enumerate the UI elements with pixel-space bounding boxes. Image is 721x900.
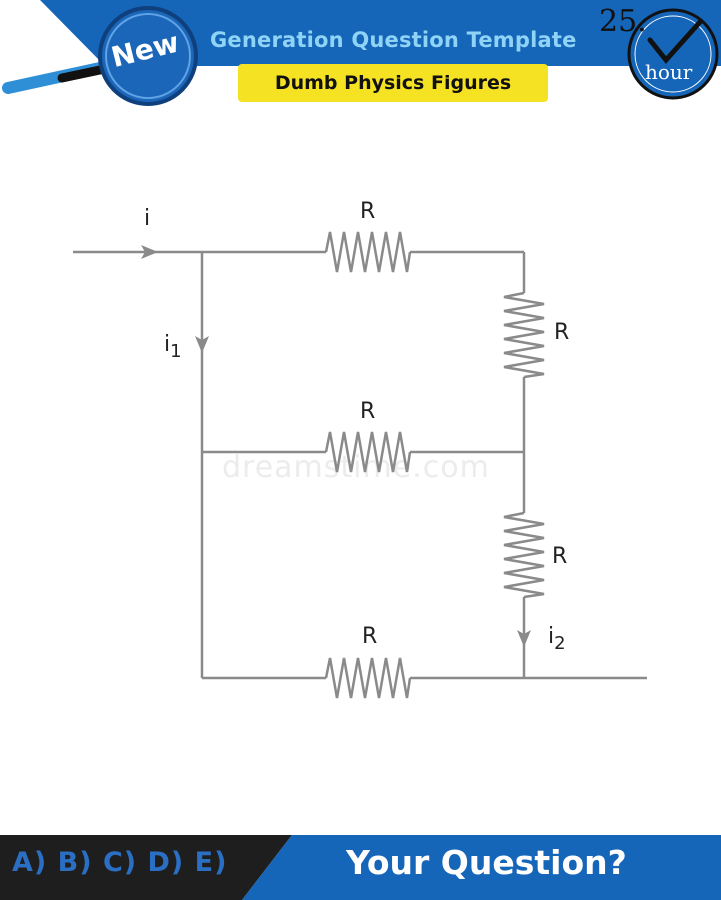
subtitle: Dumb Physics Figures — [274, 72, 512, 94]
resistor-middle — [324, 431, 412, 473]
label-current-in: i — [144, 206, 151, 231]
arrow-current-in — [141, 245, 158, 259]
subtitle-box: Dumb Physics Figures — [238, 64, 548, 102]
clock-icon — [627, 8, 719, 100]
watermark: dreamstime.com — [222, 450, 490, 485]
clock-unit: hour — [645, 60, 693, 84]
header-title: Generation Question Template — [210, 28, 577, 52]
label-resistor-right-lower: R — [552, 544, 568, 569]
your-question: Your Question? — [346, 843, 627, 882]
footer-band — [0, 835, 721, 900]
answer-choices: A) B) C) D) E) — [12, 847, 228, 878]
label-resistor-middle: R — [360, 399, 376, 424]
magnifier-icon — [2, 6, 198, 106]
arrow-current-i2 — [517, 630, 531, 647]
label-resistor-top: R — [360, 199, 376, 224]
label-resistor-right-upper: R — [554, 320, 570, 345]
label-resistor-bottom: R — [362, 624, 378, 649]
arrow-current-i1 — [195, 336, 209, 353]
clock-number: 25. — [599, 4, 647, 39]
resistor-bottom — [324, 657, 412, 699]
resistor-top — [324, 231, 412, 273]
header-banner — [40, 0, 721, 66]
label-current-i1: i1 — [164, 332, 182, 362]
resistor-right-upper — [503, 291, 545, 379]
resistor-right-lower — [503, 511, 545, 599]
label-current-i2: i2 — [548, 624, 566, 654]
